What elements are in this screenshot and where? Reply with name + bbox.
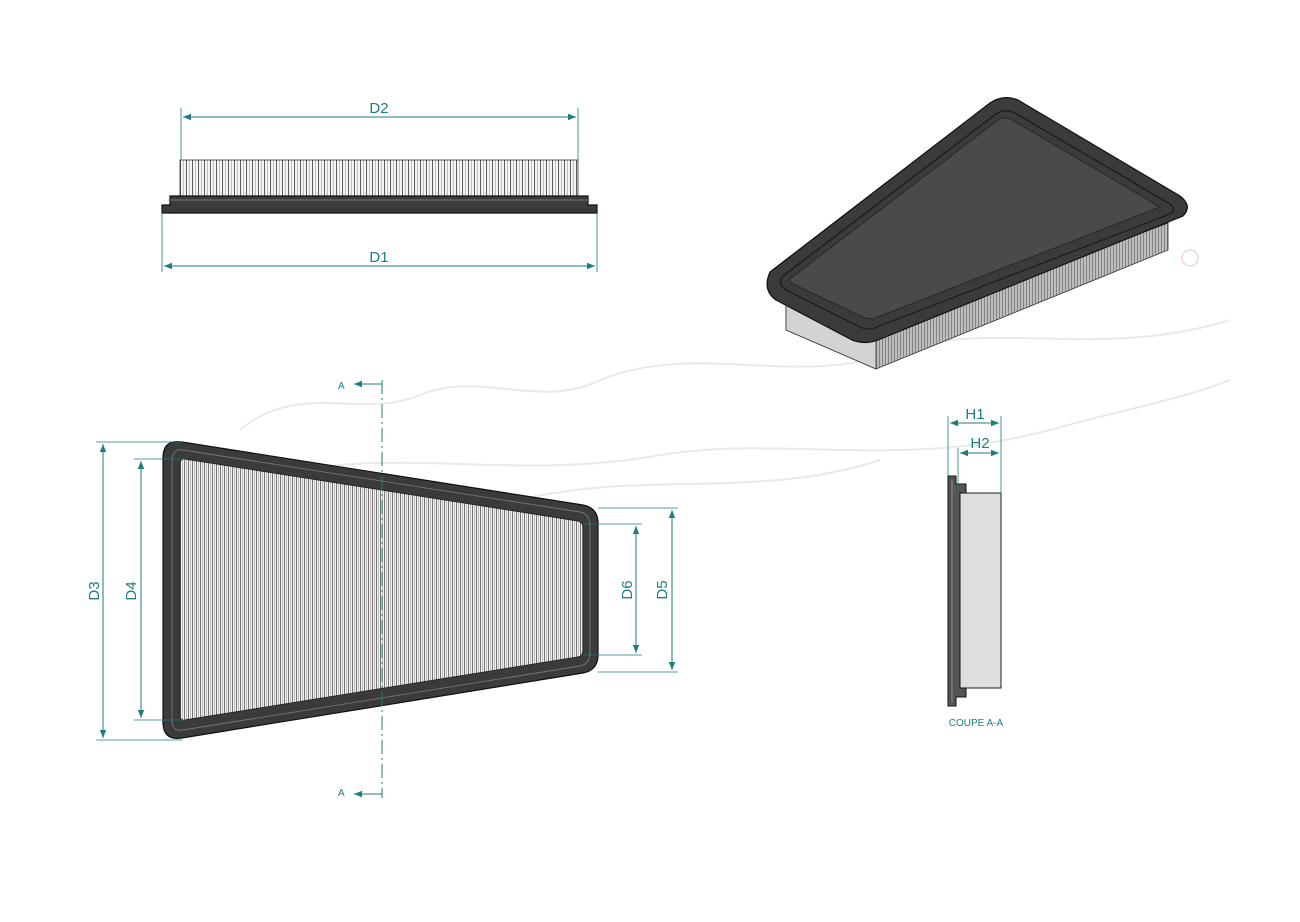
dimension-d2-label: D2 bbox=[369, 100, 388, 117]
isometric-view bbox=[766, 97, 1188, 370]
plan-filter-media bbox=[179, 458, 584, 721]
section-marker-bottom: A bbox=[338, 788, 345, 799]
front-view: D2 D1 bbox=[161, 100, 598, 272]
dimension-d6-label: D6 bbox=[619, 580, 636, 599]
front-pleats bbox=[179, 159, 579, 197]
section-filter-media bbox=[959, 492, 1002, 689]
watermark bbox=[239, 249, 1231, 501]
iso-filter-face bbox=[789, 117, 1161, 320]
section-caption: COUPE A-A bbox=[949, 718, 1004, 729]
iso-frame-inner bbox=[780, 110, 1175, 330]
plan-view: A A D3 D4 D6 D5 bbox=[86, 380, 678, 799]
section-marker-top: A bbox=[338, 381, 345, 392]
dimension-h1-label: H1 bbox=[965, 406, 984, 423]
dimension-d3-label: D3 bbox=[86, 581, 103, 600]
dimension-d4-label: D4 bbox=[123, 581, 140, 600]
dimension-d5-label: D5 bbox=[654, 580, 671, 599]
dimension-h2-label: H2 bbox=[970, 435, 989, 452]
section-frame bbox=[947, 475, 967, 707]
front-frame bbox=[161, 195, 598, 214]
dimension-d1-label: D1 bbox=[369, 249, 388, 266]
section-view: H1 H2 COUPE A-A bbox=[947, 406, 1004, 729]
plan-frame-inner-edge bbox=[171, 449, 591, 731]
